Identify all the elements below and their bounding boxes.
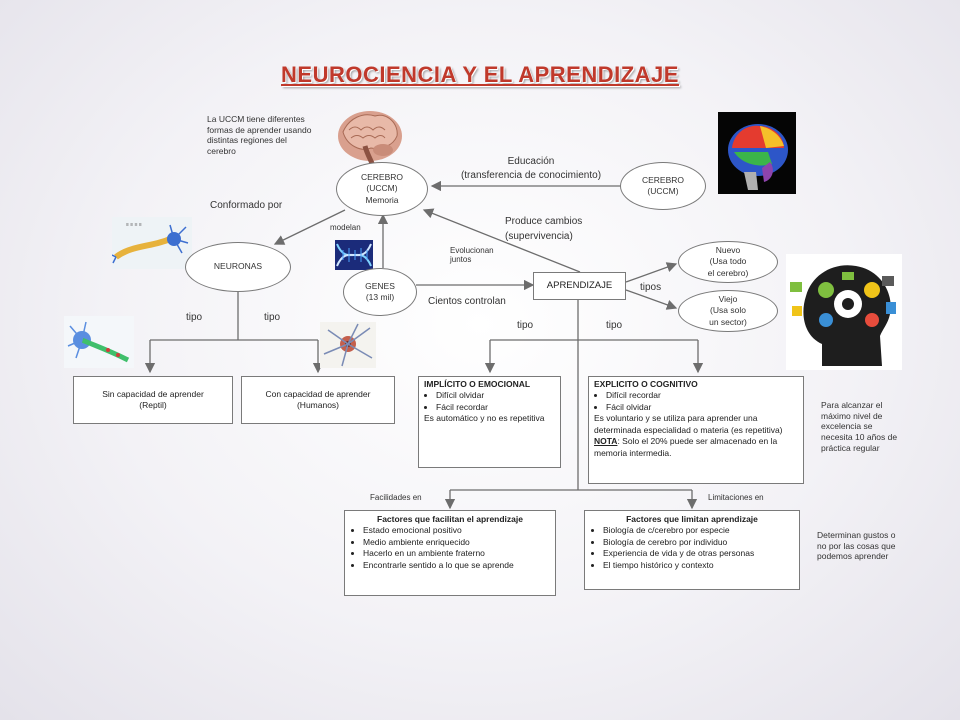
facilitan-heading: Factores que facilitan el aprendizaje <box>377 514 523 524</box>
list-item: Biología de cerebro por individuo <box>603 537 793 548</box>
implicito-heading: IMPLÍCITO O EMOCIONAL <box>424 379 531 389</box>
explicito-text: Es voluntario y se utiliza para aprender… <box>594 413 783 435</box>
note-gustos: Determinan gustos o no por las cosas que… <box>817 530 896 562</box>
box-implicito: IMPLÍCITO O EMOCIONAL Difícil olvidar Fá… <box>418 376 561 468</box>
label-tipo-left: tipo <box>186 312 203 323</box>
brain-anatomy-icon <box>338 111 402 167</box>
box-explicito: EXPLICITO O COGNITIVO Difícil recordar F… <box>588 376 804 484</box>
nota-text: : Solo el 20% puede ser almacenado en la… <box>594 436 778 458</box>
list-item: El tiempo histórico y contexto <box>603 560 793 571</box>
list-item: Fácil recordar <box>436 402 555 413</box>
explicito-heading: EXPLICITO O COGNITIVO <box>594 379 698 389</box>
node-nuevo: Nuevo (Usa todo el cerebro) <box>678 241 778 283</box>
implicito-text: Es automático y no es repetitiva <box>424 413 545 424</box>
label-modelan: modelan <box>330 223 361 232</box>
implicito-list: Difícil olvidar Fácil recordar <box>424 390 555 413</box>
label-conformado: Conformado por <box>210 200 283 211</box>
list-item: Difícil recordar <box>606 390 798 401</box>
head-gears-icon <box>786 254 902 370</box>
edge-nuevo <box>625 262 678 283</box>
node-neuronas: NEURONAS <box>185 242 291 292</box>
label-facilidades: Facilidades en <box>370 493 422 502</box>
list-item: Hacerlo en un ambiente fraterno <box>363 548 549 559</box>
label-limitaciones: Limitaciones en <box>708 493 764 502</box>
note-excelencia: Para alcanzar el máximo nivel de excelen… <box>821 400 898 453</box>
dna-icon <box>335 240 373 270</box>
list-item: Biología de c/cerebro por especie <box>603 525 793 536</box>
list-item: Difícil olvidar <box>436 390 555 401</box>
node-con-capacidad: Con capacidad de aprender (Humanos) <box>241 376 395 424</box>
label-cientos: Cientos controlan <box>428 296 506 307</box>
neuron-diagram-icon: ≡ ≡ ≡ ≡ <box>112 217 192 269</box>
edge-produce <box>422 208 581 273</box>
list-item: Encontrarle sentido a lo que se aprende <box>363 560 549 571</box>
explicito-nota: NOTA: Solo el 20% puede ser almacenado e… <box>594 436 798 459</box>
neuron-human-icon <box>320 322 376 368</box>
page-title: NEUROCIENCIA Y EL APRENDIZAJE <box>281 62 679 87</box>
node-cerebro-memoria: CEREBRO (UCCM) Memoria <box>336 162 428 216</box>
label-educacion: Educación (transferencia de conocimiento… <box>460 156 602 181</box>
label-tipo-right: tipo <box>264 312 281 323</box>
label-produce: Produce cambios (supervivencia) <box>505 216 583 242</box>
label-evolucionan: Evolucionan juntos <box>450 246 494 264</box>
node-sin-capacidad: Sin capacidad de aprender (Reptil) <box>73 376 233 424</box>
box-facilitan: Factores que facilitan el aprendizaje Es… <box>344 510 556 596</box>
neuron-reptile-icon <box>64 316 134 368</box>
list-item: Medio ambiente enriquecido <box>363 537 549 548</box>
label-tipos: tipos <box>640 282 662 293</box>
list-item: Experiencia de vida y de otras personas <box>603 548 793 559</box>
node-genes: GENES (13 mil) <box>343 268 417 316</box>
nota-label: NOTA <box>594 436 618 447</box>
edge-viejo <box>625 289 678 310</box>
label-tipo-implicito: tipo <box>517 320 534 331</box>
explicito-list: Difícil recordar Fácil olvidar <box>594 390 798 413</box>
list-item: Estado emocional positivo <box>363 525 549 536</box>
node-aprendizaje: APRENDIZAJE <box>533 272 626 300</box>
node-viejo: Viejo (Usa solo un sector) <box>678 290 778 332</box>
list-item: Fácil olvidar <box>606 402 798 413</box>
label-tipo-explicito: tipo <box>606 320 623 331</box>
limitan-list: Biología de c/cerebro por especie Biolog… <box>591 525 793 571</box>
note-uccm: La UCCM tiene diferentes formas de apren… <box>207 114 312 156</box>
facilitan-list: Estado emocional positivo Medio ambiente… <box>351 525 549 571</box>
edge-conformado <box>273 209 346 245</box>
brain-colorful-icon <box>718 112 796 194</box>
box-limitan: Factores que limitan aprendizaje Biologí… <box>584 510 800 590</box>
node-cerebro-uccm: CEREBRO (UCCM) <box>620 162 706 210</box>
svg-text:≡ ≡ ≡ ≡: ≡ ≡ ≡ ≡ <box>126 222 142 228</box>
limitan-heading: Factores que limitan aprendizaje <box>626 514 758 524</box>
